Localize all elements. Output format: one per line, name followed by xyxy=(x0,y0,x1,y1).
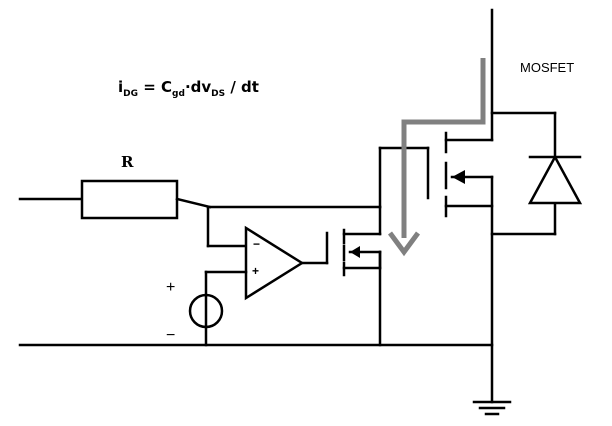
source-plus-label: + xyxy=(166,279,176,296)
small-fet-arrow xyxy=(350,246,360,258)
resistor-output-wire xyxy=(175,197,212,209)
formula-i: i xyxy=(118,78,124,96)
formula-mid: ·dv xyxy=(184,78,212,96)
current-path-arrow xyxy=(387,58,486,257)
large-fet-arrow xyxy=(452,170,465,184)
source-minus-label: − xyxy=(166,327,176,344)
current-path-line xyxy=(401,58,486,238)
body-diode xyxy=(527,154,583,205)
resistor-label: R xyxy=(121,153,134,171)
resistor xyxy=(80,179,179,220)
opamp-inverting-label: − xyxy=(253,237,261,251)
mosfet-label: MOSFET xyxy=(520,60,575,75)
formula-tail: / dt xyxy=(225,78,259,96)
formula-c-sub: gd xyxy=(172,89,185,99)
formula-i-sub: DG xyxy=(123,89,139,99)
opamp-noninverting-label: + xyxy=(252,264,260,278)
formula-label: iDG = Cgd·dvDS / dt xyxy=(118,78,259,99)
formula-v-sub: DS xyxy=(211,89,226,99)
formula-eq: = C xyxy=(138,78,173,96)
current-arrow-head xyxy=(387,231,421,257)
op-amp xyxy=(244,225,305,301)
